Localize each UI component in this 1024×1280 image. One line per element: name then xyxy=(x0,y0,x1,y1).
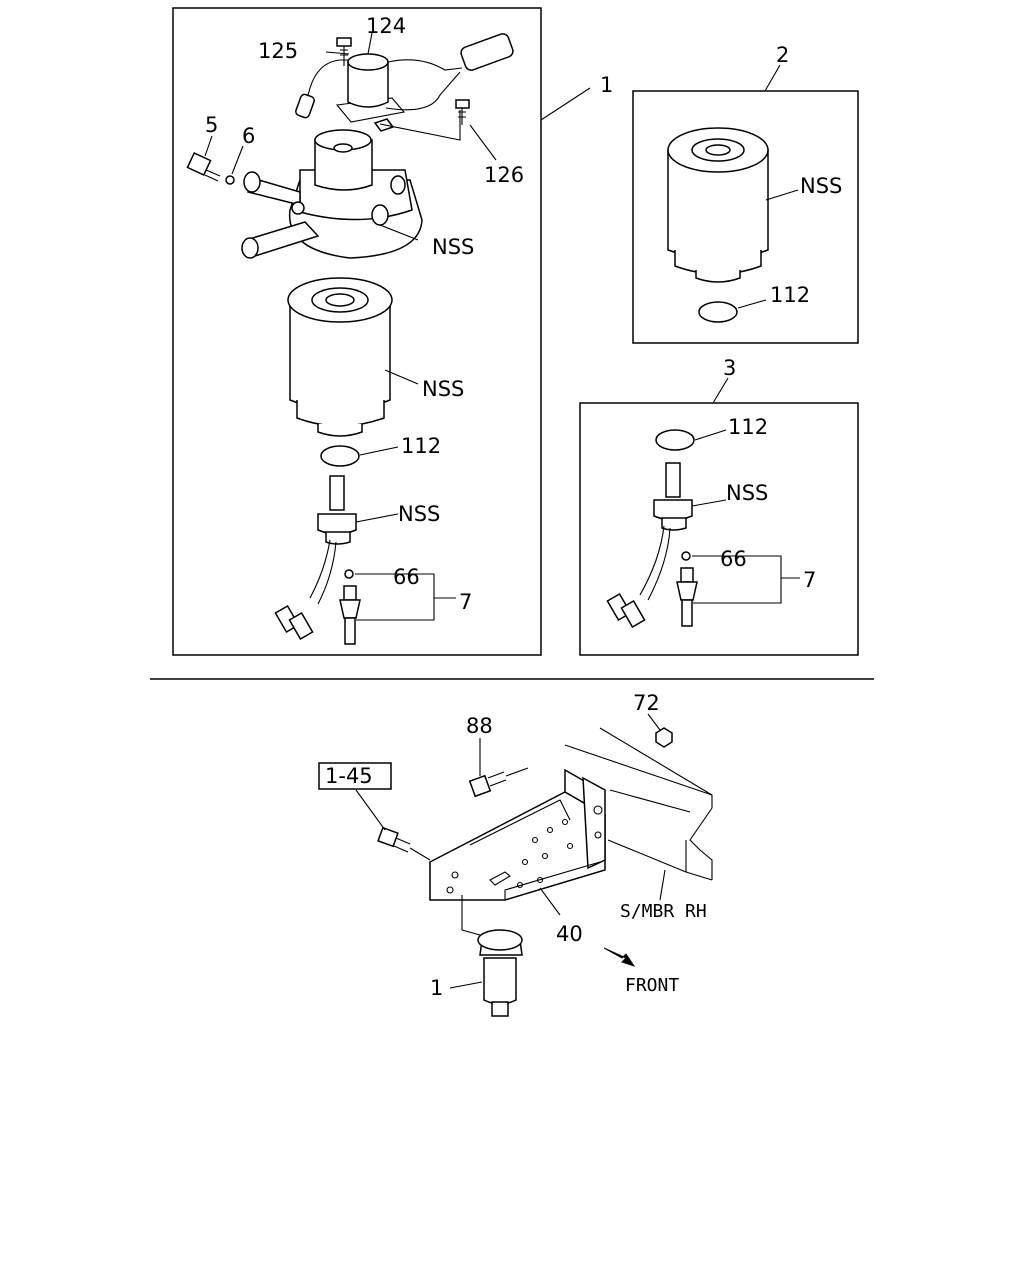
bolt-1-45-part xyxy=(377,826,431,861)
panel-1-leaders xyxy=(204,32,591,621)
panel-2-frame xyxy=(632,90,859,344)
label-sensor-nss: NSS xyxy=(398,502,440,526)
panel-assembly-3: 3 112 NSS 66 7 xyxy=(579,356,859,656)
label-1-45: 1-45 xyxy=(325,764,373,788)
label-88: 88 xyxy=(466,714,493,738)
bracket-installation-view: 88 72 1-45 40 S/MBR RH FRONT 1 xyxy=(318,691,713,1017)
water-sensor-3-part xyxy=(606,462,698,629)
panel-assembly-1: 1 124 125 126 5 6 NSS NSS 112 NSS 66 7 xyxy=(172,7,613,656)
panel-assembly-2: 2 NSS 112 xyxy=(632,43,859,344)
sensor-switch-part xyxy=(295,33,514,132)
oring-2-part xyxy=(698,301,738,323)
label-smbr-rh: S/MBR RH xyxy=(620,901,707,922)
filter-head-part xyxy=(241,129,423,259)
washer-6-part xyxy=(225,175,235,185)
label-72: 72 xyxy=(633,691,660,715)
oring-112-part xyxy=(320,445,360,467)
label-assembly-2: 2 xyxy=(776,43,789,67)
leader-1-45 xyxy=(355,789,386,831)
screw-126-part xyxy=(455,99,470,125)
label-oring-112: 112 xyxy=(401,434,441,458)
front-arrow-icon xyxy=(603,947,636,967)
ref-box-1-45 xyxy=(318,762,392,790)
label-126: 126 xyxy=(484,163,524,187)
water-sensor-part xyxy=(274,475,361,645)
bolt-5-part xyxy=(186,151,221,182)
label-cartridge-nss: NSS xyxy=(422,377,464,401)
leader-2-assembly xyxy=(764,64,781,92)
leader-3-assembly xyxy=(712,377,729,404)
leader-smbr xyxy=(659,869,666,901)
label-head-nss: NSS xyxy=(432,235,474,259)
oring-3-part xyxy=(655,429,695,451)
label-5: 5 xyxy=(205,113,218,137)
label-3-66: 66 xyxy=(720,547,747,571)
leader-filter-1 xyxy=(449,981,483,989)
label-2-nss: NSS xyxy=(800,174,842,198)
label-3-112: 112 xyxy=(728,415,768,439)
filter-cartridge-part xyxy=(287,277,393,437)
leader-3-nss xyxy=(691,499,727,507)
label-125: 125 xyxy=(258,39,298,63)
side-member-rh xyxy=(564,727,713,881)
filter-assembly-1-part xyxy=(477,929,523,1017)
leader-2-nss xyxy=(765,189,799,201)
leader-3-oring xyxy=(694,429,727,441)
bolt-88-part xyxy=(468,767,529,798)
label-filter-1: 1 xyxy=(430,976,443,1000)
cartridge-2-part xyxy=(667,127,769,283)
panel-1-frame xyxy=(172,7,542,656)
leader-2-oring xyxy=(737,299,767,309)
label-3-7: 7 xyxy=(803,568,816,592)
bracket-40-part xyxy=(429,768,607,901)
label-7: 7 xyxy=(459,590,472,614)
label-2-112: 112 xyxy=(770,283,810,307)
nut-72-part xyxy=(655,727,673,748)
screw-125-part xyxy=(336,37,352,66)
label-66: 66 xyxy=(393,565,420,589)
leader-72 xyxy=(647,713,661,731)
label-front: FRONT xyxy=(625,975,679,996)
leader-40 xyxy=(539,887,561,916)
label-assembly-3: 3 xyxy=(723,356,736,380)
label-124: 124 xyxy=(366,14,406,38)
leader-3-66-7 xyxy=(692,555,782,604)
label-40: 40 xyxy=(556,922,583,946)
label-assembly-1: 1 xyxy=(600,73,613,97)
label-6: 6 xyxy=(242,124,255,148)
label-3-nss: NSS xyxy=(726,481,768,505)
panel-3-frame xyxy=(579,402,859,656)
filter-mount-line xyxy=(461,895,481,936)
